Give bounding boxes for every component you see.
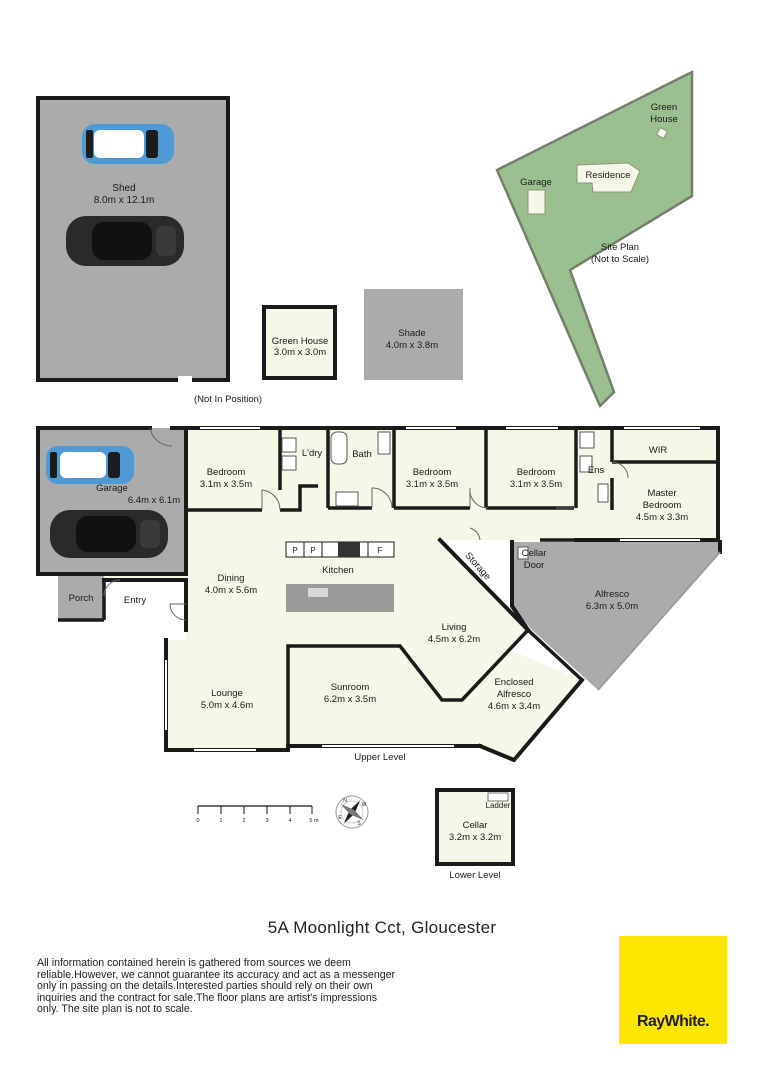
kitchen-bench: P P F: [285, 541, 395, 558]
shade-size: 4.0m x 3.8m: [386, 340, 438, 351]
master-bedroom-name: Master: [647, 488, 676, 499]
scale-tick-5: 5 m: [309, 818, 319, 824]
cellar-size: 3.2m x 3.2m: [449, 832, 501, 843]
compass-e: E: [338, 815, 342, 821]
lounge-name: Lounge: [211, 688, 243, 699]
ensuite-fixtures: [579, 431, 609, 503]
living-size: 4.5m x 6.2m: [428, 634, 480, 645]
wir-name: WIR: [649, 445, 668, 456]
scale-tick-2: 2: [242, 818, 245, 824]
site-plan-title: Site Plan: [601, 242, 639, 253]
sunroom-name: Sunroom: [331, 682, 370, 693]
bedroom-1-name: Bedroom: [207, 467, 246, 478]
green-house-name: Green House: [272, 336, 329, 347]
garage-size: 6.4m x 6.1m: [128, 495, 180, 506]
site-green-house-label: Green: [651, 102, 677, 113]
garage-car-blue-icon: [46, 446, 134, 484]
garage-car-black-icon: [50, 510, 168, 558]
disclaimer-text: All information contained herein is gath…: [37, 957, 396, 1016]
property-address: 5A Moonlight Cct, Gloucester: [267, 918, 497, 937]
living-name: Living: [442, 622, 467, 633]
fridge-label: F: [378, 546, 383, 555]
upper-level-label: Upper Level: [354, 752, 405, 763]
shed-note: (Not In Position): [194, 394, 262, 405]
kitchen-island: [286, 584, 394, 612]
kitchen-name: Kitchen: [322, 565, 354, 576]
compass-icon: N S W E: [335, 795, 369, 829]
master-bedroom-size: 4.5m x 3.3m: [636, 512, 688, 523]
dining-size: 4.0m x 5.6m: [205, 585, 257, 596]
bath-fixtures: [330, 431, 391, 507]
compass-s: S: [357, 821, 361, 827]
cellar-door-name-2: Door: [524, 560, 545, 571]
ensuite-name: Ens: [588, 465, 605, 476]
scale-tick-3: 3: [265, 818, 268, 824]
scale-bar: 0 1 2 3 4 5 m: [196, 805, 319, 824]
shed: Shed 8.0m x 12.1m (Not In Position): [36, 96, 262, 405]
cellar: Ladder Cellar 3.2m x 3.2m Lower Level: [435, 788, 515, 881]
laundry-name: L'dry: [302, 448, 323, 459]
alfresco-name: Alfresco: [595, 589, 629, 600]
alfresco-floor: [512, 542, 720, 690]
raywhite-logo: RayWhite.: [619, 936, 727, 1044]
porch-floor: [58, 576, 104, 620]
scale-tick-1: 1: [219, 818, 222, 824]
porch-name: Porch: [69, 593, 94, 604]
green-house: Green House 3.0m x 3.0m: [262, 305, 337, 380]
green-house-size: 3.0m x 3.0m: [274, 347, 326, 358]
sunroom-size: 6.2m x 3.5m: [324, 694, 376, 705]
compass-n: N: [343, 798, 347, 804]
site-green-house-label-2: House: [650, 114, 677, 125]
master-bedroom-name-2: Bedroom: [643, 500, 682, 511]
car-blue-icon: [82, 124, 174, 164]
ladder-icon: [487, 792, 509, 802]
scale-tick-4: 4: [288, 818, 291, 824]
pantry-label-2: P: [310, 546, 315, 555]
raywhite-logo-text: RayWhite.: [637, 1013, 710, 1030]
shade-name: Shade: [398, 328, 425, 339]
bath-name: Bath: [352, 449, 372, 460]
bedroom-3-name: Bedroom: [517, 467, 556, 478]
enclosed-alfresco-name-2: Alfresco: [497, 689, 531, 700]
compass-w: W: [362, 802, 367, 808]
enclosed-alfresco-size: 4.6m x 3.4m: [488, 701, 540, 712]
master-floor: [576, 428, 718, 540]
bedroom-1-size: 3.1m x 3.5m: [200, 479, 252, 490]
site-plan: Green House Residence Garage Site Plan (…: [495, 69, 694, 409]
dining-name: Dining: [218, 573, 245, 584]
shed-name: Shed: [112, 183, 135, 194]
main-house: P P F Garage 6.4m x 6.1m Bedroom 3.1m x …: [36, 426, 722, 763]
alfresco-size: 6.3m x 5.0m: [586, 601, 638, 612]
bedroom-2-name: Bedroom: [413, 467, 452, 478]
shade: Shade 4.0m x 3.8m: [364, 289, 463, 380]
enclosed-alfresco-name: Enclosed: [494, 677, 533, 688]
cellar-name: Cellar: [463, 820, 488, 831]
cellar-door-icon: [517, 546, 529, 560]
site-plan-subtitle: (Not to Scale): [591, 254, 649, 265]
ladder-label: Ladder: [486, 801, 511, 810]
pantry-label-1: P: [292, 546, 297, 555]
garage-name: Garage: [96, 483, 128, 494]
scale-tick-0: 0: [196, 818, 199, 824]
shed-size: 8.0m x 12.1m: [94, 195, 155, 206]
lounge-size: 5.0m x 4.6m: [201, 700, 253, 711]
cellar-door-name: Cellar: [522, 548, 547, 559]
bedroom-2-size: 3.1m x 3.5m: [406, 479, 458, 490]
bedroom-3-size: 3.1m x 3.5m: [510, 479, 562, 490]
site-residence-label: Residence: [586, 170, 631, 181]
site-garage-label: Garage: [520, 177, 552, 188]
entry-name: Entry: [124, 595, 146, 606]
car-black-icon: [66, 216, 184, 266]
laundry-fixtures: [281, 437, 297, 471]
lower-level-label: Lower Level: [449, 870, 500, 881]
